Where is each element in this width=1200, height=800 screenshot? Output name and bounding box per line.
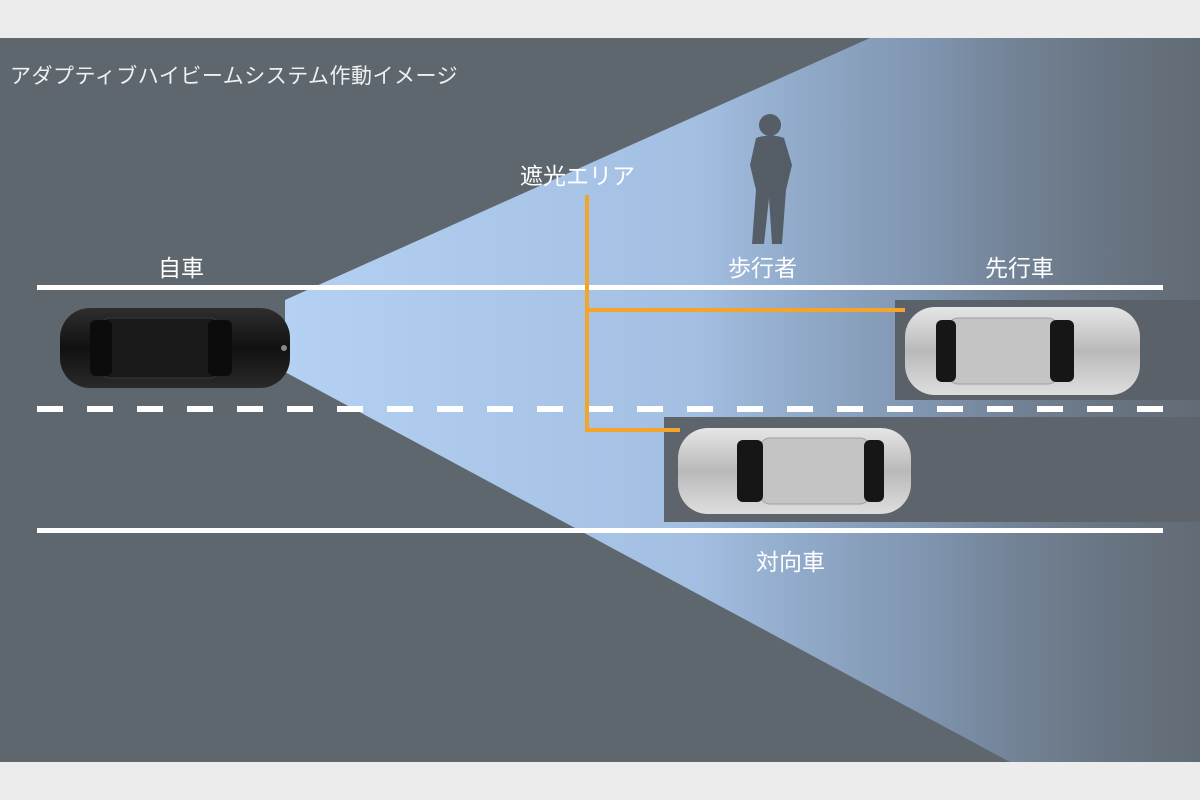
shade-area-leader-lines	[585, 195, 905, 432]
oncoming-vehicle-label: 対向車	[756, 550, 825, 576]
pedestrian-icon	[750, 114, 792, 244]
diagram-canvas	[0, 38, 1200, 762]
high-beam-light	[285, 38, 1200, 762]
preceding-vehicle-label: 先行車	[985, 256, 1054, 282]
shade-area-label: 遮光エリア	[520, 164, 635, 190]
preceding-vehicle-car	[905, 307, 1140, 395]
road-edge-bottom	[37, 528, 1163, 533]
oncoming-vehicle-car	[678, 428, 911, 514]
ego-vehicle-label: 自車	[158, 256, 204, 282]
ego-vehicle-car	[60, 308, 290, 388]
diagram-title: アダプティブハイビームシステム作動イメージ	[10, 64, 459, 88]
road-edge-top	[37, 285, 1163, 290]
pedestrian-label: 歩行者	[728, 256, 797, 282]
